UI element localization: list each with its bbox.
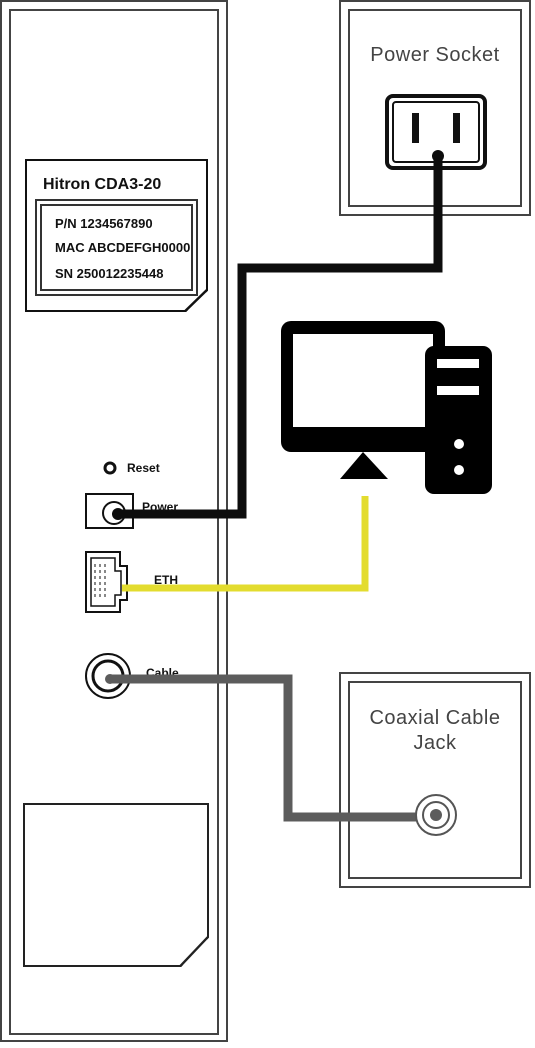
serial-number: SN 250012235448 [55, 266, 164, 281]
power-label: Power [142, 500, 179, 514]
part-number: P/N 1234567890 [55, 216, 153, 231]
device-label [27, 161, 206, 310]
ethernet-port-icon [85, 551, 128, 613]
mac-address: MAC ABCDEFGH0000 [55, 240, 191, 255]
computer-icon [281, 321, 492, 494]
eth-label: ETH [154, 573, 178, 587]
modem-panel-inner [9, 9, 219, 1035]
power-socket-title: Power Socket [370, 44, 500, 66]
modem-panel [0, 0, 228, 1042]
coax-jack-box [339, 672, 531, 888]
coax-jack-title-line1: Coaxial Cable [369, 707, 501, 729]
coax-jack-title: Coaxial Cable Jack [348, 706, 522, 756]
device-info-box [35, 199, 198, 296]
reset-label: Reset [127, 461, 160, 475]
device-model: Hitron CDA3-20 [43, 176, 162, 193]
coax-jack-icon [415, 794, 457, 836]
bottom-panel [25, 805, 207, 965]
device-info-box-inner [40, 204, 193, 291]
power-plug [432, 150, 444, 162]
coax-jack-box-inner [348, 681, 522, 879]
coax-jack-title-line2: Jack [413, 732, 457, 754]
reset-button-icon[interactable] [103, 461, 117, 475]
